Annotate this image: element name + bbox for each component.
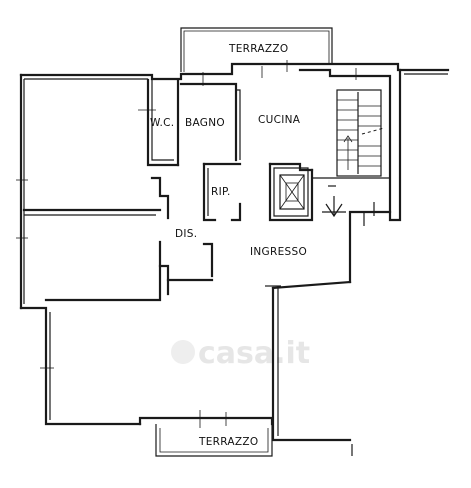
label-wc: W.C. bbox=[150, 117, 174, 129]
left-rooms bbox=[22, 78, 180, 302]
stairs-icon bbox=[336, 89, 385, 177]
outer-walls bbox=[19, 62, 450, 442]
label-terrazzo-bottom: TERRAZZO bbox=[198, 436, 258, 448]
label-terrazzo-top: TERRAZZO bbox=[228, 43, 288, 55]
wc-bagno bbox=[176, 78, 241, 167]
window-marks bbox=[16, 60, 357, 428]
house-logo-icon bbox=[171, 340, 195, 364]
terrace-top bbox=[180, 27, 333, 72]
label-cucina: CUCINA bbox=[258, 114, 301, 126]
watermark-text: casa.it bbox=[198, 336, 310, 371]
watermark: casa.it bbox=[171, 336, 310, 371]
ingresso-partition bbox=[166, 242, 281, 287]
terrace-bottom bbox=[155, 424, 273, 457]
label-dis: DIS. bbox=[175, 228, 197, 240]
kitchen-lift bbox=[268, 162, 390, 222]
label-bagno: BAGNO bbox=[185, 117, 225, 129]
label-rip: RIP. bbox=[211, 186, 231, 198]
room-labels: TERRAZZO W.C. BAGNO CUCINA RIP. DIS. ING… bbox=[150, 43, 307, 448]
label-ingresso: INGRESSO bbox=[250, 246, 307, 258]
entrance-door bbox=[322, 196, 375, 226]
elevator-icon bbox=[279, 174, 305, 210]
ripostiglio bbox=[202, 162, 242, 222]
